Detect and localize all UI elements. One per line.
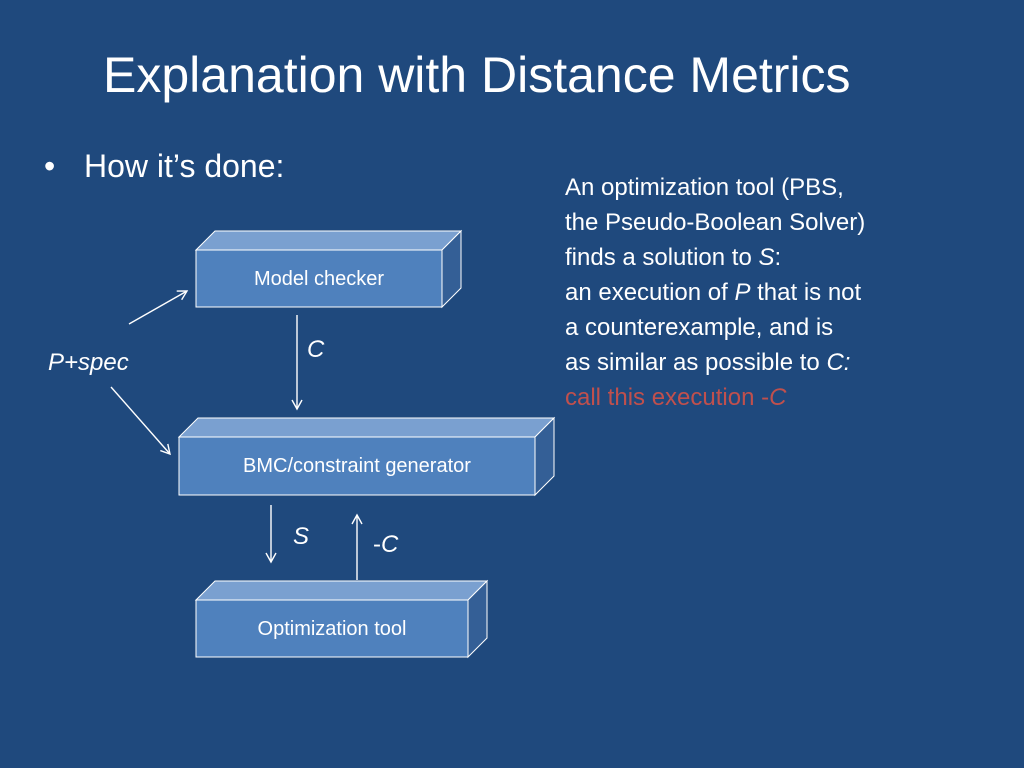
desc-line-7-highlight: call this execution -C [565,384,787,411]
input-label: P+spec [48,349,129,376]
desc-line-1: An optimization tool (PBS, [565,174,844,201]
neg-c-label: -C [373,531,399,558]
bmc-generator-label: BMC/constraint generator [243,455,471,477]
model-checker-label: Model checker [254,268,384,290]
model-checker-box: Model checker [194,229,463,309]
description-text: An optimization tool (PBS, the Pseudo-Bo… [565,170,865,415]
desc-line-2: the Pseudo-Boolean Solver) [565,209,866,236]
bullet-text: How it’s done: [84,148,285,184]
c-label: C [307,336,325,363]
s-label: S [293,523,309,550]
desc-line-4: an execution of P that is not [565,279,862,306]
optimization-tool-box: Optimization tool [194,579,489,659]
optimization-tool-label: Optimization tool [258,618,407,640]
arrow-to-bmc-icon [110,386,171,456]
desc-line-3: finds a solution to S: [565,244,782,271]
desc-line-5: a counterexample, and is [565,314,834,341]
slide-title: Explanation with Distance Metrics [103,47,851,103]
arrow-to-model-checker-icon [128,290,189,325]
bmc-generator-box: BMC/constraint generator [177,416,556,497]
bullet-item: • How it’s done: [44,144,284,188]
desc-line-6: as similar as possible to C: [565,349,851,376]
bullet-icon: • [44,148,56,184]
